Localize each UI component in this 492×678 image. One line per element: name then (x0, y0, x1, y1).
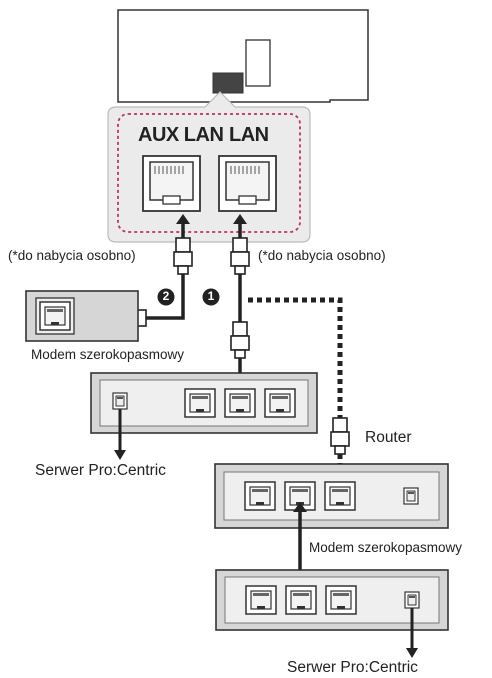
step-1-number: 1 (207, 289, 215, 303)
modem-right-label: Modem szerokopasmowy (309, 540, 463, 555)
purchase-note-right: (*do nabycia osobno) (258, 248, 386, 263)
modem-left-label: Modem szerokopasmowy (31, 347, 185, 362)
router-label: Router (365, 429, 412, 446)
callout-panel (107, 91, 311, 243)
aux-lan-label: AUX LAN (138, 124, 224, 146)
lan-port (218, 155, 277, 212)
lan-label: LAN (229, 124, 269, 146)
switch-right (215, 569, 449, 658)
server-left-label: Serwer Pro:Centric (35, 462, 166, 479)
switch-left (90, 372, 318, 460)
step-marker-1 (202, 288, 220, 306)
step-2-number: 2 (162, 289, 170, 303)
purchase-note-left: (*do nabycia osobno) (8, 248, 136, 263)
aux-lan-port (142, 155, 201, 212)
modem-left (25, 290, 139, 342)
tv-back-panel (117, 9, 369, 103)
highlight-box (117, 113, 301, 233)
server-right-label: Serwer Pro:Centric (287, 659, 418, 676)
step-marker-2 (157, 288, 175, 306)
router-box (214, 463, 449, 529)
